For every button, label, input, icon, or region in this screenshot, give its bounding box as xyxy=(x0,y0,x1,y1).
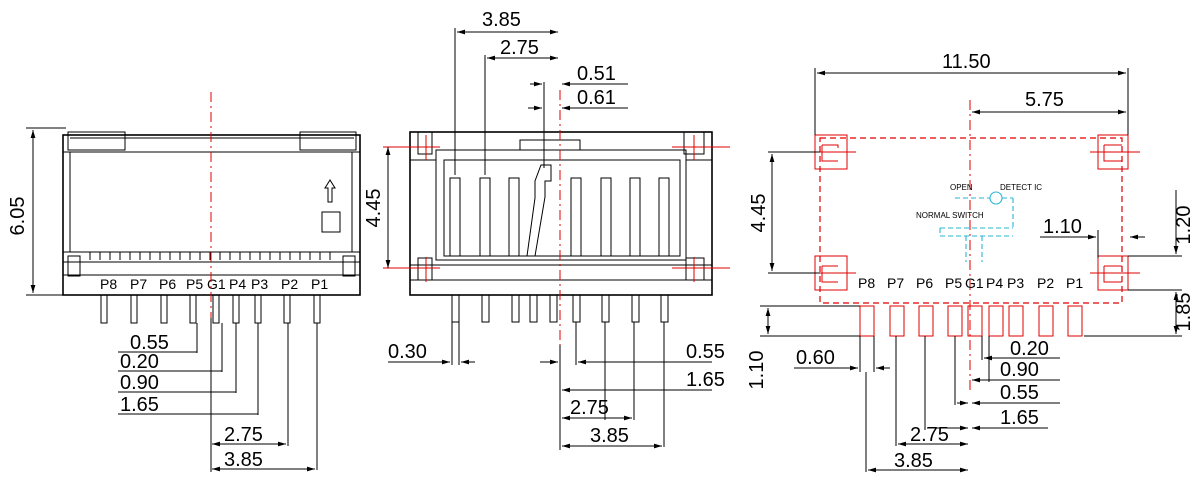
footprint-pin-label: P5 xyxy=(945,275,962,291)
side-pins xyxy=(451,294,669,323)
front-pin-label: P3 xyxy=(251,276,268,292)
front-dim: 1.65 xyxy=(120,394,159,416)
footprint-bottom-dim: 1.65 xyxy=(1000,407,1039,429)
footprint-bottom-dim: 0.90 xyxy=(1000,359,1039,381)
footprint-pin-label: P3 xyxy=(1007,275,1024,291)
side-top-dim: 0.51 xyxy=(577,63,616,85)
footprint-pad-dim: 1.10 xyxy=(1043,216,1082,238)
footprint-pin-label: P1 xyxy=(1066,275,1083,291)
front-dim: 0.20 xyxy=(120,351,159,373)
front-pin-label: P1 xyxy=(311,276,328,292)
side-contacts xyxy=(449,164,670,257)
footprint-pin-label: P4 xyxy=(986,275,1003,291)
footprint-pin-label: P2 xyxy=(1037,275,1054,291)
footprint-outline xyxy=(819,137,1123,304)
switch-normal-label: NORMAL SWITCH xyxy=(916,211,984,220)
switch-detect-label: DETECT IC xyxy=(1000,183,1042,192)
front-pin-label: P4 xyxy=(229,276,246,292)
footprint-pin-label: P6 xyxy=(916,275,933,291)
card-icon xyxy=(321,211,341,233)
footprint-bottom-dim: 3.85 xyxy=(894,450,933,472)
footprint-right-dim: 1.85 xyxy=(1173,293,1195,332)
footprint-bottom-dim: 0.55 xyxy=(1000,382,1039,404)
footprint-view: OPEN DETECT IC NORMAL SWITCH P8 P7 P6 P5… xyxy=(746,51,1195,473)
footprint-bottom-dim: 2.75 xyxy=(910,424,949,446)
footprint-signal-pads xyxy=(859,305,1083,337)
footprint-pin-label: P7 xyxy=(887,275,904,291)
side-top-dim: 0.61 xyxy=(577,87,616,109)
front-dim: 0.90 xyxy=(120,372,159,394)
front-height-dim: 6.05 xyxy=(7,197,29,236)
side-view: 4.45 3.85 2.75 0.51 0.61 0.30 0.55 1.65 … xyxy=(363,9,730,450)
front-dim: 2.75 xyxy=(224,424,263,446)
insert-arrow-icon xyxy=(324,179,336,203)
footprint-left-dim: 1.10 xyxy=(746,351,768,390)
front-pin-label: P7 xyxy=(130,276,147,292)
front-dim: 0.55 xyxy=(130,332,169,354)
switch-schematic: OPEN DETECT IC NORMAL SWITCH xyxy=(916,183,1042,262)
footprint-width-dim: 11.50 xyxy=(942,51,991,73)
side-bottom-dim: 1.65 xyxy=(686,369,725,391)
footprint-right-dim: 1.20 xyxy=(1173,206,1195,245)
footprint-halfwidth-dim: 5.75 xyxy=(1025,89,1064,111)
side-bottom-dim: 3.85 xyxy=(590,425,629,447)
front-dim: 3.85 xyxy=(224,449,263,471)
front-view: P8 P7 P6 P5 G1 P4 P3 P2 P1 6.05 0.55 0.2… xyxy=(7,92,361,472)
front-pin-label: P8 xyxy=(100,276,117,292)
footprint-left-dim: 0.60 xyxy=(796,347,835,369)
side-bottom-dim: 2.75 xyxy=(570,397,609,419)
side-body-outline xyxy=(409,131,713,296)
side-bottom-dim: 0.55 xyxy=(686,341,725,363)
side-top-dim: 2.75 xyxy=(500,37,539,59)
footprint-pin-label: P8 xyxy=(858,275,875,291)
side-top-dim: 3.85 xyxy=(482,9,521,31)
front-pin-label: P2 xyxy=(281,276,298,292)
front-pin-label: P5 xyxy=(186,276,203,292)
footprint-height-dim: 4.45 xyxy=(748,194,770,233)
footprint-bottom-dim: 0.20 xyxy=(1010,338,1049,360)
footprint-pin-label: G1 xyxy=(965,275,984,291)
switch-open-label: OPEN xyxy=(950,183,973,192)
front-pin-label: G1 xyxy=(207,276,226,292)
side-bottom-dim: 0.30 xyxy=(388,341,427,363)
side-height-dim: 4.45 xyxy=(363,189,385,228)
front-pin-label: P6 xyxy=(159,276,176,292)
